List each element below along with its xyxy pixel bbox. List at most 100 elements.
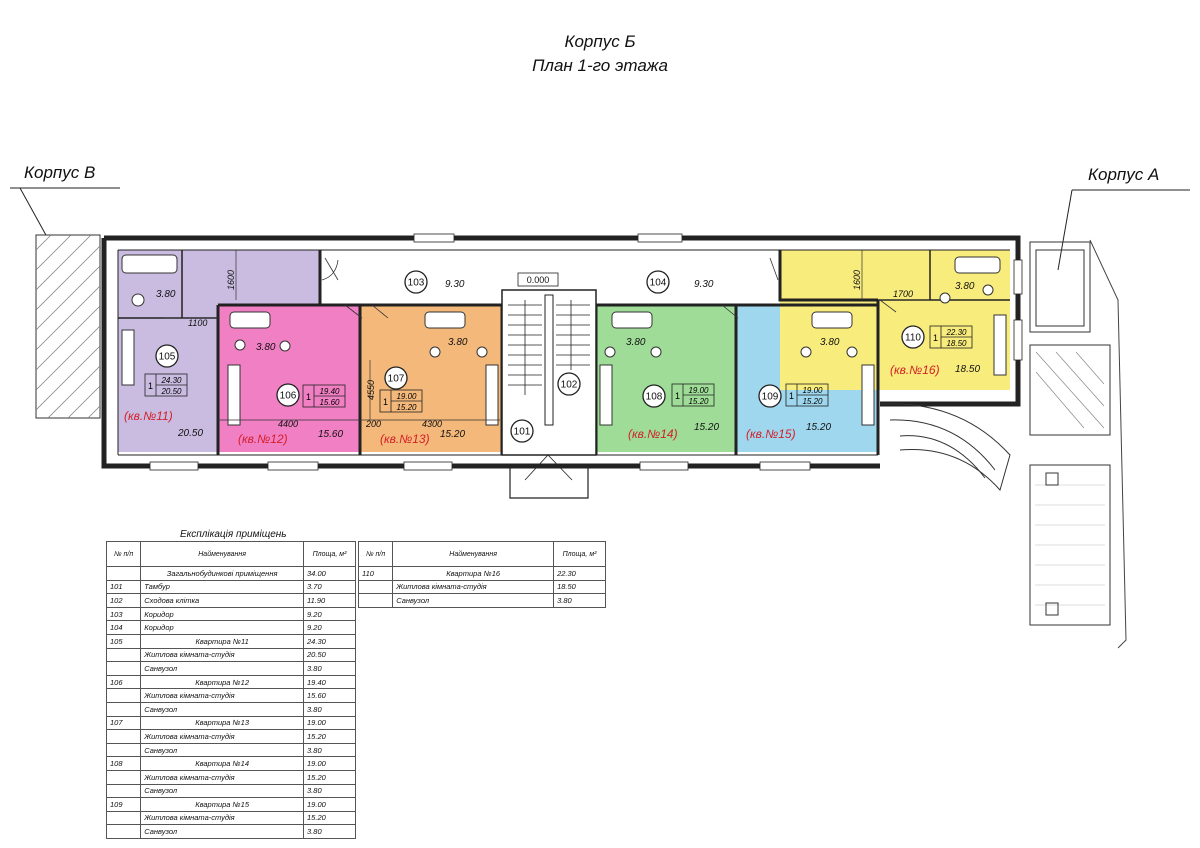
table-cell-name: Квартира №16 bbox=[392, 566, 555, 581]
table-cell-name: Загальнобудинкові приміщення bbox=[140, 566, 305, 581]
room-tag-106-text: 106 bbox=[280, 391, 297, 402]
apt-16-fill-lower bbox=[878, 300, 1010, 390]
header-name: Найменування bbox=[140, 541, 305, 567]
bath-areas: 3.80 3.80 3.80 3.80 3.80 3.80 bbox=[156, 281, 975, 353]
apt-box-11-rooms: 1 bbox=[148, 381, 153, 391]
apt-label-13: (кв.№13) bbox=[380, 432, 430, 446]
table-cell-num: 104 bbox=[105, 620, 142, 635]
apt-box-11-living: 20.50 bbox=[160, 387, 182, 396]
table-cell-name: Санвузол bbox=[140, 742, 305, 758]
apt-box-12-rooms: 1 bbox=[306, 392, 311, 402]
bath-area-16: 3.80 bbox=[955, 281, 975, 292]
living-area-13: 15.20 bbox=[440, 429, 465, 440]
level-mark: 0.000 bbox=[517, 272, 559, 287]
apt-box-14-living: 15.20 bbox=[688, 397, 709, 406]
table-cell-area: 11.90 bbox=[303, 593, 356, 608]
header-area: Площа, м² bbox=[553, 541, 606, 567]
dim-4400: 4400 bbox=[278, 419, 298, 429]
table-cell-area: 15.60 bbox=[303, 688, 356, 703]
table-cell-num bbox=[357, 593, 394, 608]
apt-label-14: (кв.№14) bbox=[628, 427, 678, 441]
table-cell-area: 9.20 bbox=[303, 620, 356, 635]
floor-plan-title: План 1-го этажа bbox=[532, 56, 668, 75]
table-cell-name: Санвузол bbox=[392, 593, 555, 608]
explication-table-left: № п/п Найменування Площа, м² Загальнобуд… bbox=[105, 541, 356, 839]
room-tag-104: 104 bbox=[646, 270, 670, 294]
building-title: Корпус Б bbox=[564, 32, 636, 51]
table-cell-num bbox=[357, 579, 394, 595]
neighbor-left-label: Корпус В bbox=[24, 163, 95, 182]
table-cell-name: Санвузол bbox=[140, 824, 305, 839]
room-tag-105-text: 105 bbox=[159, 352, 176, 363]
table-cell-area: 3.80 bbox=[303, 661, 356, 676]
header-name: Найменування bbox=[392, 541, 555, 567]
table-cell-name: Квартира №14 bbox=[140, 756, 305, 771]
apt-box-14-rooms: 1 bbox=[675, 391, 680, 401]
doors bbox=[321, 257, 897, 319]
apt-box-12-living: 15.60 bbox=[319, 398, 340, 407]
apt-box-13: 1 19.00 15.20 bbox=[379, 389, 423, 413]
table-cell-area: 18.50 bbox=[553, 579, 606, 595]
room-tag-102: 102 bbox=[557, 372, 581, 396]
apt-box-15-rooms: 1 bbox=[789, 391, 794, 401]
header-num: № п/п bbox=[105, 541, 142, 567]
table-cell-area: 15.20 bbox=[303, 729, 356, 744]
table-cell-num bbox=[105, 783, 142, 799]
apt-box-14: 1 19.00 15.20 bbox=[671, 383, 715, 407]
table-cell-num: 106 bbox=[105, 674, 142, 690]
table-cell-area: 24.30 bbox=[303, 633, 356, 649]
room-tag-108: 108 bbox=[642, 384, 666, 408]
neighbor-left-building bbox=[35, 234, 101, 419]
dimension-labels: 1600 1100 4400 4550 4300 1600 1700 200 bbox=[188, 270, 913, 429]
table-cell-num: 105 bbox=[105, 633, 142, 649]
explication-title: Експлікація приміщень bbox=[180, 529, 287, 540]
corridor-103-area: 9.30 bbox=[445, 279, 465, 290]
room-tag-107: 107 bbox=[384, 366, 408, 390]
dim-1700: 1700 bbox=[893, 289, 913, 299]
apt-label-16: (кв.№16) bbox=[890, 363, 940, 377]
apt-label-11: (кв.№11) bbox=[124, 409, 173, 423]
table-cell-area: 3.80 bbox=[303, 742, 356, 758]
table-cell-name: Квартира №15 bbox=[140, 797, 305, 812]
table-cell-num: 107 bbox=[105, 715, 142, 731]
table-cell-area: 3.70 bbox=[303, 579, 356, 595]
table-cell-area: 19.00 bbox=[303, 756, 356, 771]
apt-box-12-total: 19.40 bbox=[319, 387, 340, 396]
living-area-14: 15.20 bbox=[694, 422, 719, 433]
apt-14-fill bbox=[596, 305, 736, 452]
room-tag-101: 101 bbox=[510, 419, 534, 443]
table-cell-name: Санвузол bbox=[140, 783, 305, 799]
neighbor-right-building bbox=[1029, 239, 1127, 649]
table-cell-area: 3.80 bbox=[303, 824, 356, 839]
level-mark-text: 0.000 bbox=[527, 275, 550, 285]
table-cell-name: Квартира №13 bbox=[140, 715, 305, 731]
table-cell-name: Житлова кімната-студія bbox=[140, 688, 305, 703]
apt-12-fill bbox=[218, 305, 360, 452]
table-cell-area: 15.20 bbox=[303, 769, 356, 785]
apt-box-15-total: 19.00 bbox=[802, 386, 823, 395]
table-cell-name: Санвузол bbox=[140, 701, 305, 717]
apt-box-12: 1 19.40 15.60 bbox=[302, 384, 346, 408]
dim-1600-left: 1600 bbox=[226, 270, 236, 290]
table-cell-num: 108 bbox=[105, 756, 142, 771]
room-tag-104-text: 104 bbox=[650, 278, 667, 289]
dim-200: 200 bbox=[365, 419, 381, 429]
table-cell-name: Житлова кімната-студія bbox=[392, 579, 555, 595]
table-cell-name: Тамбур bbox=[140, 579, 305, 595]
table-cell-num bbox=[105, 661, 142, 676]
